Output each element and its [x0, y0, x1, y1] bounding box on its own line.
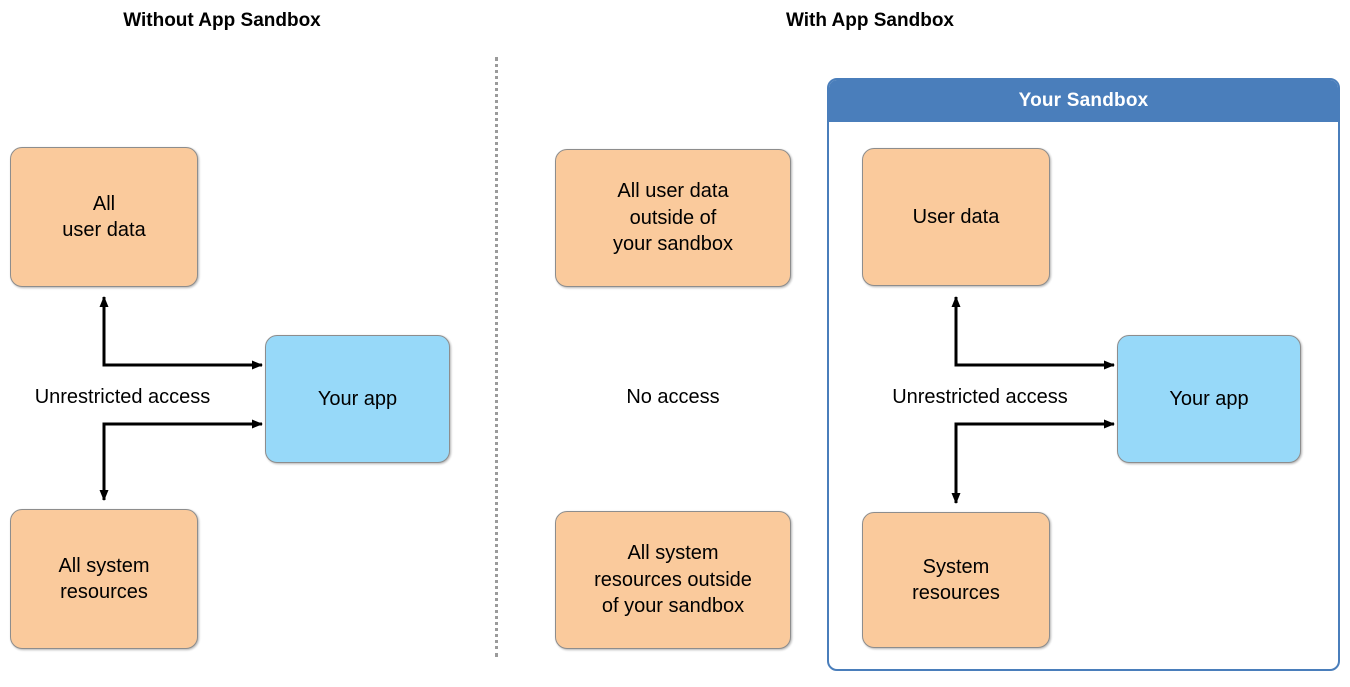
right-column-title: With App Sandbox [786, 10, 954, 31]
sandbox-user-data-box[interactable]: User data [862, 148, 1050, 286]
panel-divider [495, 57, 498, 657]
sandbox-title: Your Sandbox [1018, 90, 1149, 111]
sandbox-your-app-box[interactable]: Your app [1117, 335, 1301, 463]
no-access-label: No access [626, 386, 720, 408]
arrow-left-user-data [99, 296, 263, 370]
left-column-title: Without App Sandbox [123, 10, 321, 31]
arrow-left-system-resources [99, 419, 263, 501]
left-your-app-box[interactable]: Your app [265, 335, 450, 463]
left-your-app-label: Your app [317, 387, 398, 410]
left-access-label: Unrestricted access [34, 386, 211, 408]
sandbox-header: Your Sandbox [829, 80, 1338, 122]
sandbox-your-app-label: Your app [1169, 387, 1249, 410]
sandbox-access-label: Unrestricted access [892, 386, 1068, 408]
sandbox-user-data-label: User data [912, 205, 1000, 228]
